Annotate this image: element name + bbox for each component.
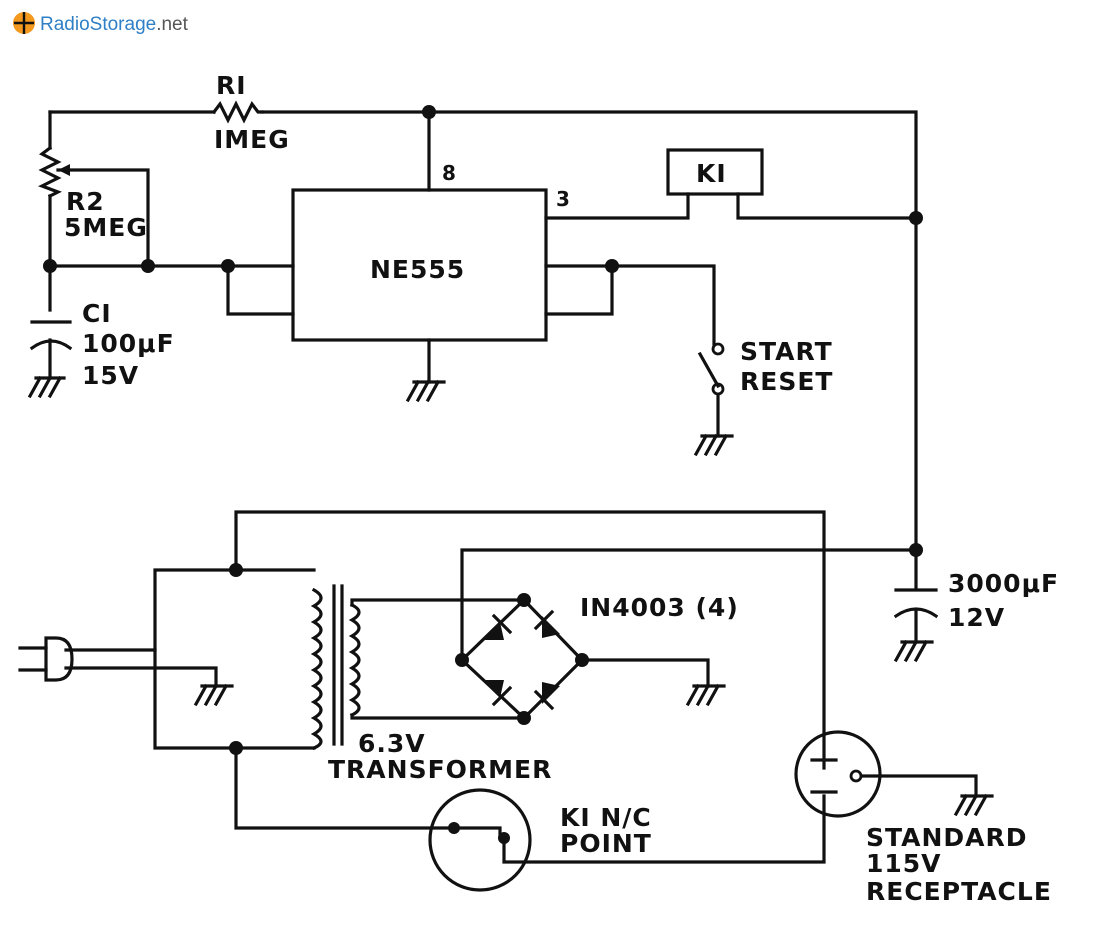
logo-text-net: .net: [156, 14, 188, 35]
receptacle-label-1: STANDARD: [866, 823, 1028, 852]
ground-symbols-upper: [27, 375, 734, 457]
r2-value-label: 5MEG: [64, 213, 148, 242]
relay-contact-label-2: POINT: [560, 829, 652, 858]
c1-ref-label: CI: [82, 299, 112, 328]
c1-value-label: 100μF: [82, 329, 175, 358]
c1-capacitor: [29, 320, 73, 380]
r1-ref-label: RI: [216, 71, 247, 100]
receptacle-label-3: RECEPTACLE: [866, 877, 1052, 906]
logo-text-radio: Radio: [40, 14, 90, 35]
transformer: [310, 584, 361, 751]
relay-contact-label-1: KI N/C: [560, 803, 652, 832]
ic-pin8-label: 8: [442, 161, 456, 185]
lower-junctions: [229, 543, 923, 755]
switch-label-start: START: [740, 337, 833, 366]
c2-voltage-label: 12V: [948, 603, 1005, 632]
k1-relay-coil: [666, 148, 764, 196]
svg-text:RadioStorage.net: RadioStorage.net: [40, 14, 189, 35]
radiostorage-logo: RadioStorage.net: [13, 12, 189, 35]
transformer-label: TRANSFORMER: [328, 755, 552, 784]
c2-capacitor: [893, 588, 939, 619]
r1-resistor: [211, 100, 264, 124]
ac-plug-icon: [18, 636, 74, 682]
k1-ref-label: KI: [696, 159, 727, 188]
r2-ref-label: R2: [66, 187, 105, 216]
k1-nc-contact: [428, 788, 532, 892]
switch-label-reset: RESET: [740, 367, 833, 396]
ic-pin3-label: 3: [556, 187, 570, 211]
receptacle-label-2: 115V: [866, 849, 942, 878]
diodes-label: IN4003 (4): [580, 593, 739, 622]
r1-value-label: IMEG: [214, 125, 290, 154]
r2-potentiometer: [38, 145, 62, 199]
logo-text-storage: Storage: [90, 14, 157, 35]
start-reset-switch: [697, 342, 725, 396]
upper-junctions: [43, 105, 923, 273]
bridge-rectifier: [459, 597, 585, 721]
r2-wiper-arrow: [58, 164, 70, 176]
timer-wires: [48, 110, 918, 550]
c1-voltage-label: 15V: [82, 361, 139, 390]
receptacle-icon: [794, 730, 882, 818]
ne555-ic-body: [291, 188, 548, 342]
ground-symbols-lower: [193, 639, 994, 817]
c2-value-label: 3000μF: [948, 569, 1059, 598]
transformer-voltage-label: 6.3V: [358, 729, 426, 758]
ic-part-label: NE555: [370, 255, 465, 284]
